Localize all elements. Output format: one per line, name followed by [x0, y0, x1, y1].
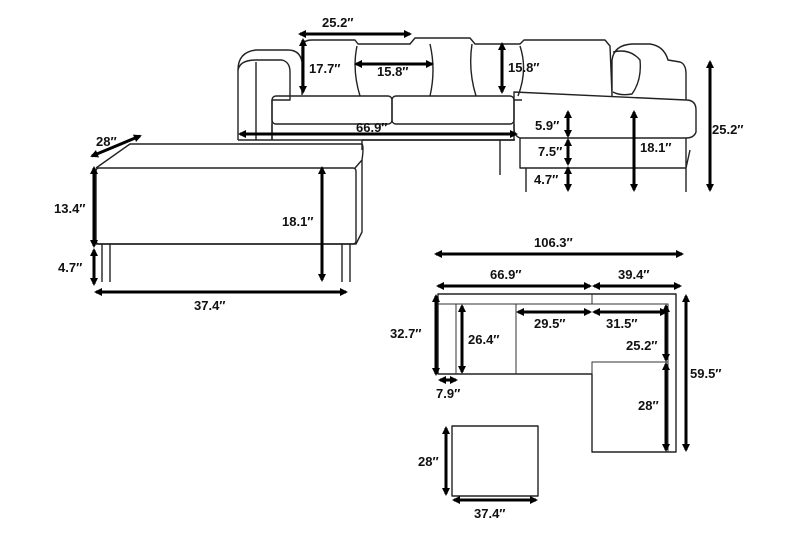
label-plan-chaise-back-depth: 25.2″	[626, 338, 658, 353]
chaise-front	[513, 91, 697, 192]
label-pillow-width: 15.8″	[377, 64, 409, 79]
label-plan-ottoman-width: 37.4″	[474, 506, 506, 521]
label-cushion-width: 25.2″	[322, 15, 354, 30]
label-base-height: 7.5″	[538, 144, 562, 159]
label-plan-chaise-width: 39.4″	[618, 267, 650, 282]
label-plan-arm-width: 7.9″	[436, 386, 460, 401]
plan-ottoman	[451, 425, 539, 497]
label-total-height: 25.2″	[712, 122, 744, 137]
label-back-height: 17.7″	[309, 61, 341, 76]
label-plan-seat-width: 29.5″	[534, 316, 566, 331]
dimension-lines	[90, 30, 714, 504]
label-plan-main-depth: 32.7″	[390, 326, 422, 341]
label-ottoman-width: 37.4″	[194, 298, 226, 313]
label-plan-seat-depth: 26.4″	[468, 332, 500, 347]
label-plan-total-width: 106.3″	[534, 235, 573, 250]
plan-inner-lines	[438, 294, 669, 452]
dimension-labels: 25.2″ 17.7″ 15.8″ 15.8″ 25.2″ 66.9″ 5.9″…	[54, 15, 744, 521]
label-ottoman-total-height: 18.1″	[282, 214, 314, 229]
label-cushion-thickness: 5.9″	[535, 118, 559, 133]
label-main-width: 66.9″	[356, 120, 388, 135]
ottoman-body	[95, 167, 357, 245]
label-plan-total-depth: 59.5″	[690, 366, 722, 381]
label-ottoman-depth: 28″	[96, 134, 117, 149]
label-plan-chaise-seat-width: 31.5″	[606, 316, 638, 331]
seat-cushion-middle	[391, 95, 515, 125]
ottoman-top	[95, 143, 364, 169]
back-pillow-3	[612, 50, 642, 96]
label-seat-height: 18.1″	[640, 140, 672, 155]
label-front-leg-height: 4.7″	[534, 172, 558, 187]
back-pillow-1	[354, 43, 434, 97]
dim-ottoman-depth	[90, 134, 142, 158]
sofa-front-view	[237, 37, 697, 192]
label-plan-chaise-depth: 28″	[638, 398, 659, 413]
label-plan-main-width: 66.9″	[490, 267, 522, 282]
label-ottoman-leg-height: 4.7″	[58, 260, 82, 275]
label-pillow-height: 15.8″	[508, 60, 540, 75]
ottoman-base	[96, 160, 363, 282]
label-plan-ottoman-depth: 28″	[418, 454, 439, 469]
label-ottoman-body-height: 13.4″	[54, 201, 86, 216]
